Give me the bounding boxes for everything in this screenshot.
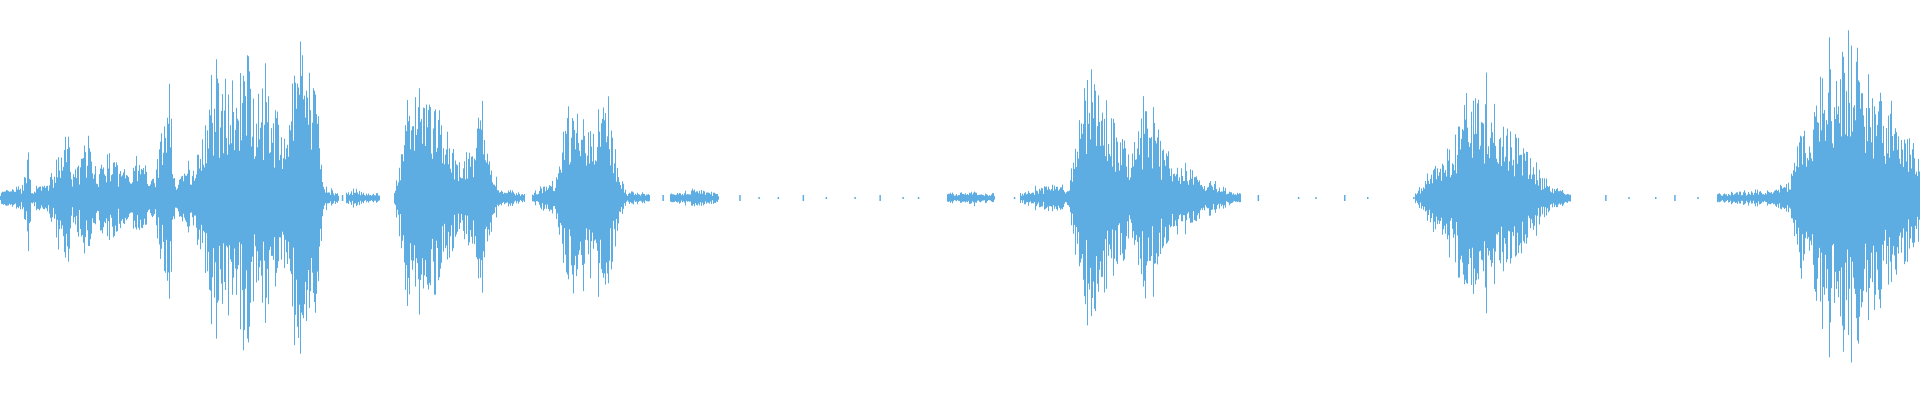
waveform-silence-mark <box>1655 197 1657 199</box>
waveform-silence-mark <box>825 197 828 199</box>
waveform-silence-mark <box>802 195 805 201</box>
waveform-silence-mark <box>706 197 709 199</box>
waveform-samples <box>0 30 1920 363</box>
waveform-silence-mark <box>1315 197 1317 199</box>
waveform-silence-mark <box>854 197 856 199</box>
waveform-silence-mark <box>1297 197 1300 199</box>
waveform-silence-mark <box>341 195 344 201</box>
waveform-silence-mark <box>662 195 664 201</box>
waveform-silence-mark <box>1674 195 1676 201</box>
waveform-silence-mark <box>355 197 357 199</box>
waveform-silence-mark <box>1027 197 1029 199</box>
waveform-silence-mark <box>1367 197 1369 199</box>
waveform-sample-lines <box>0 30 1920 363</box>
waveform-silence-mark <box>739 195 741 201</box>
waveform-silence-mark <box>1344 195 1346 201</box>
waveform-silence-mark <box>879 195 881 201</box>
waveform-silence-mark <box>1413 197 1415 199</box>
waveform-silence-mark <box>975 195 977 201</box>
waveform-silence-mark <box>691 197 693 199</box>
waveform-silence-mark <box>1628 197 1630 199</box>
waveform-silence-mark <box>1605 195 1607 201</box>
waveform-silence-mark <box>1257 195 1260 201</box>
waveform-silence-mark <box>633 197 636 199</box>
waveform-silence-marks <box>341 195 1699 201</box>
waveform-silence-mark <box>1013 197 1016 199</box>
waveform-silence-mark <box>758 197 760 199</box>
waveform-silence-mark <box>902 197 904 199</box>
waveform-silence-mark <box>917 197 920 199</box>
waveform-silence-mark <box>777 197 780 199</box>
waveform-silence-mark <box>1697 197 1699 199</box>
